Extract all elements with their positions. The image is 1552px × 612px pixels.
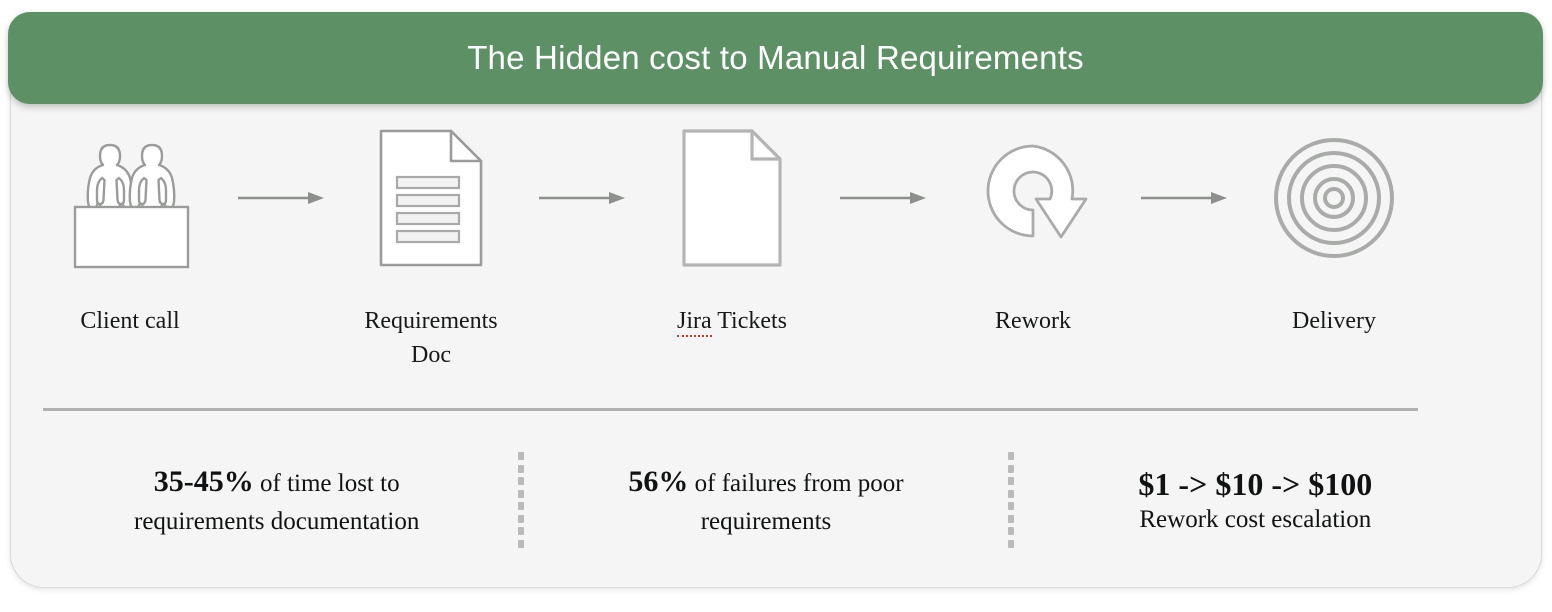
stat-cost-escalation: $1 -> $10 -> $100 Rework cost escalation bbox=[1015, 464, 1496, 537]
flow-step-client-call: Client call bbox=[44, 112, 216, 338]
content-card bbox=[10, 14, 1542, 588]
stat-line-2: requirements bbox=[700, 507, 832, 535]
flow-step-delivery: Delivery bbox=[1248, 112, 1420, 338]
stat-line-2: Rework cost escalation bbox=[1139, 505, 1372, 533]
header-bar: The Hidden cost to Manual Requirements bbox=[8, 12, 1543, 104]
flow-step-label-jira-tickets: Jira Tickets bbox=[676, 304, 788, 338]
flow-step-label-rework: Rework bbox=[995, 304, 1071, 338]
process-flow: Client call bbox=[44, 112, 1420, 397]
stat-line-1: 35-45% of time lost to bbox=[36, 460, 517, 504]
flow-step-label-delivery: Delivery bbox=[1292, 304, 1376, 338]
flow-step-requirements-doc: Requirements Doc bbox=[345, 112, 517, 372]
stat-time-lost: 35-45% of time lost to requirements docu… bbox=[36, 460, 517, 540]
label-line-1: Requirements bbox=[364, 308, 498, 334]
stat-failure-rate: 56% of failures from poor requirements bbox=[525, 460, 1006, 540]
stats-dotted-divider-2 bbox=[1007, 452, 1015, 548]
stat-line-2: requirements documentation bbox=[134, 507, 420, 535]
label-line-1: Client call bbox=[80, 308, 180, 334]
document-with-lines-icon bbox=[345, 112, 517, 284]
flow-step-label-client-call: Client call bbox=[80, 304, 179, 338]
label-line-1: Delivery bbox=[1292, 308, 1376, 334]
flow-arrow-3 bbox=[833, 112, 933, 284]
circular-arrow-icon bbox=[947, 112, 1119, 284]
label-line-2: Doc bbox=[411, 342, 451, 369]
stat-emphasis: $1 -> $10 -> $100 bbox=[1138, 465, 1373, 502]
label-line-1: Rework bbox=[995, 308, 1071, 334]
stat-emphasis: 35-45% bbox=[153, 465, 254, 499]
stats-row: 35-45% of time lost to requirements docu… bbox=[36, 440, 1496, 560]
flow-arrow-2 bbox=[532, 112, 632, 284]
stat-text-after: of time lost to bbox=[253, 470, 400, 498]
two-people-at-table-icon bbox=[44, 112, 216, 284]
stat-emphasis: 56% bbox=[628, 465, 689, 499]
stat-text-after: of failures from poor bbox=[688, 470, 904, 498]
blank-document-icon bbox=[646, 112, 818, 284]
misspelled-word: Jira bbox=[676, 308, 712, 337]
stats-dotted-divider-1 bbox=[517, 452, 525, 548]
flow-arrow-1 bbox=[231, 112, 331, 284]
flow-step-rework: Rework bbox=[947, 112, 1119, 338]
section-divider bbox=[43, 408, 1418, 411]
concentric-target-icon bbox=[1248, 112, 1420, 284]
stat-line-1: 56% of failures from poor bbox=[525, 460, 1006, 504]
flow-step-jira-tickets: Jira Tickets bbox=[646, 112, 818, 338]
label-line-1-rest: Tickets bbox=[711, 308, 788, 334]
page-title: The Hidden cost to Manual Requirements bbox=[467, 39, 1084, 76]
flow-step-label-requirements-doc: Requirements Doc bbox=[364, 304, 497, 372]
flow-arrow-4 bbox=[1134, 112, 1234, 284]
